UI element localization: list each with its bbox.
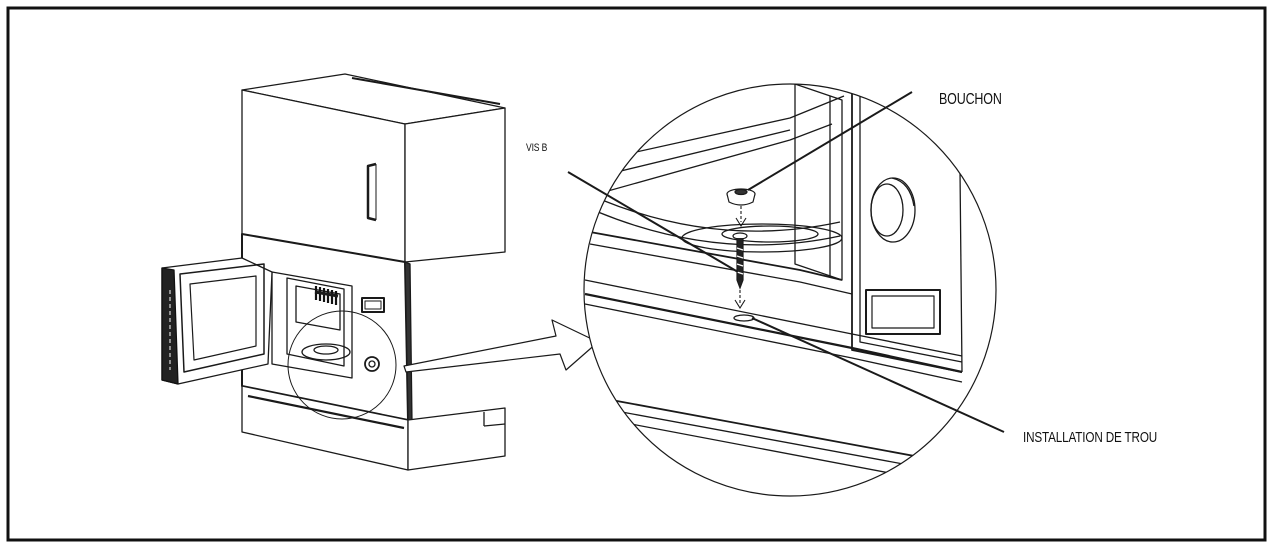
installation-hole — [733, 314, 755, 322]
bouchon-cap — [726, 188, 756, 206]
cabinet-illustration — [161, 73, 506, 471]
label-bouchon: BOUCHON — [939, 91, 1002, 108]
zoom-arrow — [403, 319, 599, 373]
label-installation-de-trou: INSTALLATION DE TROU — [1023, 429, 1158, 446]
vis-b-screw — [732, 232, 748, 290]
detail-circle — [287, 310, 397, 420]
leader-lines — [567, 91, 1005, 433]
diagram-frame — [6, 6, 1267, 542]
label-vis-b: VIS B — [526, 142, 548, 154]
zoom-detail — [567, 83, 1005, 497]
assembly-arrow — [735, 206, 747, 228]
